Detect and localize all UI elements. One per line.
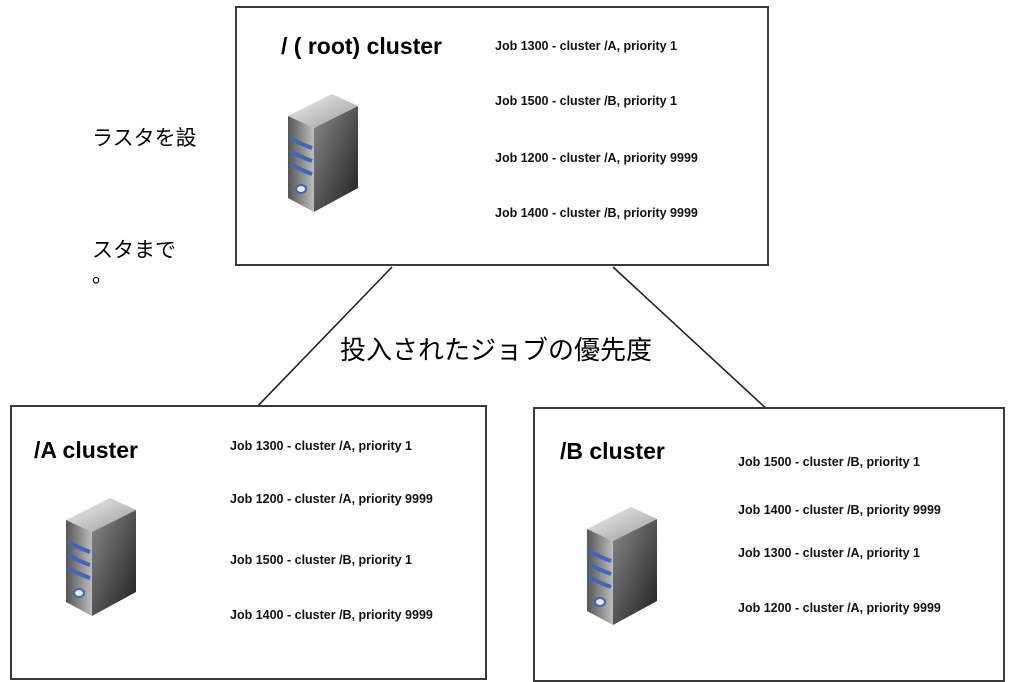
cluster-b-job-3: Job 1300 - cluster /A, priority 1 [738,546,921,560]
cluster-a-job-2: Job 1200 - cluster /A, priority 9999 [230,492,433,506]
submitted-job-priority-label: 投入されたジョブの優先度 [340,336,653,366]
connector-root-to-b [612,266,771,413]
left-text-line-1: ラスタを設 [92,126,197,150]
cluster-a-title: /A cluster [34,437,138,463]
cluster-b-job-4: Job 1200 - cluster /A, priority 9999 [738,601,941,615]
root-job-1: Job 1300 - cluster /A, priority 1 [495,39,678,53]
left-text-line-2: スタまで [92,238,176,262]
root-cluster-title: / ( root) cluster [281,33,443,59]
root-job-2: Job 1500 - cluster /B, priority 1 [495,94,678,108]
cluster-a-job-3: Job 1500 - cluster /B, priority 1 [230,553,413,567]
left-text-line-3: 。 [92,263,113,287]
root-cluster-box: / ( root) cluster Job 1300 - clu [235,6,769,266]
connector-root-to-a [251,266,393,413]
cluster-a-job-1: Job 1300 - cluster /A, priority 1 [230,439,413,453]
cluster-b-title: /B cluster [560,438,665,464]
cluster-b-job-1: Job 1500 - cluster /B, priority 1 [738,455,921,469]
cluster-a-job-4: Job 1400 - cluster /B, priority 9999 [230,608,433,622]
server-tower-icon [585,507,659,625]
cluster-b-job-2: Job 1400 - cluster /B, priority 9999 [738,503,941,517]
server-tower-icon [286,94,360,212]
cluster-b-box: /B cluster Job 1500 - cluster /B [533,407,1005,682]
server-tower-icon [64,498,138,616]
root-job-3: Job 1200 - cluster /A, priority 9999 [495,151,698,165]
root-job-4: Job 1400 - cluster /B, priority 9999 [495,206,698,220]
cluster-a-box: /A cluster Job 1300 - cluster /A [10,405,487,680]
